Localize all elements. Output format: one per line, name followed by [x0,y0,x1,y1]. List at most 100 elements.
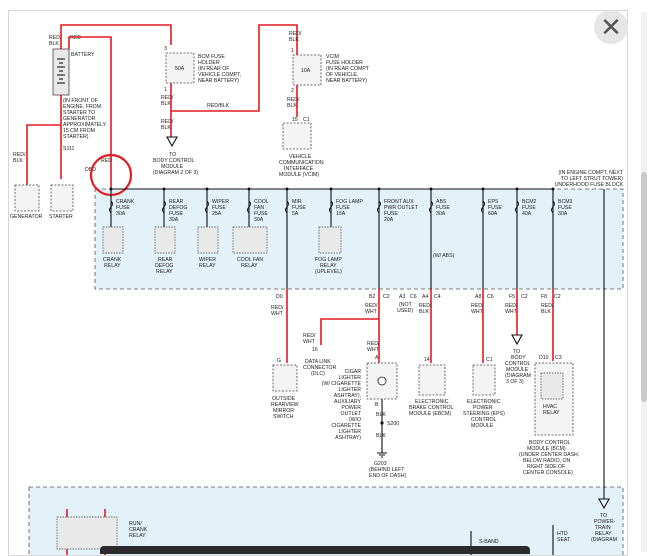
wiper-relay-label-1: WIPER [199,257,216,263]
mirror-label-2: REARVIEW [271,402,299,408]
fuse-symbol [285,200,289,214]
bcm-to-1: TO [513,349,520,355]
fuse-label: CRANK [116,199,135,205]
bcm-dest-1: TO [169,152,176,158]
scrollbar[interactable] [641,12,647,552]
fog-relay-label-3: (UPLEVEL) [315,269,342,275]
fog-relay-label-1: FOG LAMP [315,257,342,263]
generator-label: GENERATOR [10,214,43,220]
bcm-label-4: VEHICLE COMPT, [198,72,241,78]
fuse-block-label-1: (IN ENGINE COMPT, NEXT [558,170,623,176]
outlet-label: LIGHTER [339,387,362,393]
outlet-label: OUTLET [341,411,362,417]
bcm-mod-label-5: RIGHT SIDE OF [527,464,565,470]
fuse-block-panel [94,188,624,290]
viewer-toolbar[interactable] [100,546,530,554]
ptrelay-1: TO [600,513,607,519]
wiring-diagram-frame: (IN ENGINE COMPT, NEXT TO LEFT STRUT TOW… [8,10,628,556]
wire-dlc [320,318,379,345]
run-crank-3: RELAY [129,533,146,539]
bcm-mod-label-4: BELOW RADIO, ON [523,458,571,464]
mirror-switch [272,364,298,392]
bcm-mod-label-6: CENTER CONSOLE) [523,470,573,476]
vcim-label-5: NEAR BATTERY) [326,78,367,84]
outlet-label: LIGHTER [339,429,362,435]
fuse-label: 30A [558,211,568,217]
wiring-diagram: (IN ENGINE COMPT, NEXT TO LEFT STRUT TOW… [10,24,624,555]
rear-defog-relay-label-1: REAR [158,257,173,263]
bcm-mod-wire-a: RED/ [541,303,554,309]
mirror-wire-b: WHT [271,311,284,317]
not-used-2: USED) [397,308,413,314]
ground-g203: G203 [374,461,387,467]
bcm-wire-3b: BLK [161,125,171,131]
vcim-wire-top-b: BLK [289,37,299,43]
bcm-label-2: HOLDER [198,60,220,66]
mirror-label-3: MIRROR [273,408,294,414]
bus-junction [109,187,113,191]
fuse-label: 30A [169,217,179,223]
fuse-symbol [205,200,209,214]
bcm-fuse-holder [165,52,195,84]
pin-a8: A8 [475,294,481,300]
fuse-label: WIPER [212,199,229,205]
bcm-label-1: BCM FUSE [198,54,225,60]
ebcm-label-2: BRAKE CONTROL [409,405,454,411]
wiper-relay-label-2: RELAY [199,263,216,269]
eps-label-5: MODULE [471,423,494,429]
scroll-thumb[interactable] [641,172,647,402]
splice-s200 [380,421,384,425]
battery-note-2: ENGINE, FROM [63,104,101,110]
fuse-label: BCM2 [522,199,537,205]
run-crank-2: CRANK [129,527,148,533]
dlc-label-1: DATA LINK [305,359,331,365]
fuse-label: 25A [212,211,222,217]
bcm-fuse-rating: 50A [175,66,185,72]
generator [14,184,40,212]
outlet-label: (W/ CIGARETTE [322,381,362,387]
cool-fan-relay-label-1: COOL FAN [237,257,263,263]
fuse-column: CRANKFUSE30AREARDEFOGFUSE30AWIPERFUSE25A… [109,187,573,289]
fuse-symbol [429,200,433,214]
sband-label: S-BAND [479,539,499,545]
outlet-label: LIGHTER [339,375,362,381]
vcim-wire-top-a: RED/ [289,31,302,37]
rear-defog-relay-label-3: RELAY [156,269,173,275]
crank-relay [102,226,124,254]
dlc-wire-a: RED/ [303,333,316,339]
vcim-fuse-rating: 10A [301,68,311,74]
eps-wire-a: RED/ [471,303,484,309]
fuse-label: EPS [488,199,499,205]
fuse-symbol [247,200,251,214]
pin-c2c: C2 [554,294,561,300]
outlet-wire2-a: RED/ [367,341,380,347]
outlet-pin-b: B [375,402,379,408]
pin-b2: B2 [369,294,375,300]
bus-junction [377,187,381,191]
eps-label-2: POWER [473,405,493,411]
vcim-dest-4: MODULE (VCIM) [279,172,319,178]
fuse-label: BCM3 [558,199,573,205]
mirror-wire-a: RED/ [271,305,284,311]
eps-module [472,364,496,396]
outlet-label: AUXILIARY [334,399,362,405]
fuse-label: FUSE [558,205,572,211]
bus-junction [515,187,519,191]
bus-junction [162,187,166,191]
fuse-symbol [109,200,113,214]
vcim-fuse-holder [292,54,322,86]
dlc-wire-b: WHT [303,339,316,345]
bcm-pin-bottom: 1 [164,87,167,93]
close-icon[interactable]: ✕ [600,12,622,42]
vcim-label-1: VCIM [326,54,339,60]
battery-note-4: GENERATOR [63,116,96,122]
fuse-symbol [551,200,555,214]
rear-defog-relay [154,226,176,254]
bcm-mod-label-1: BODY CONTROL [529,440,571,446]
outlet-label: (W/O [349,417,361,423]
close-button[interactable]: ✕ [594,10,628,44]
ptrelay-4: RELAY [595,531,612,537]
ground-note-2: END OF DASH) [369,473,406,479]
